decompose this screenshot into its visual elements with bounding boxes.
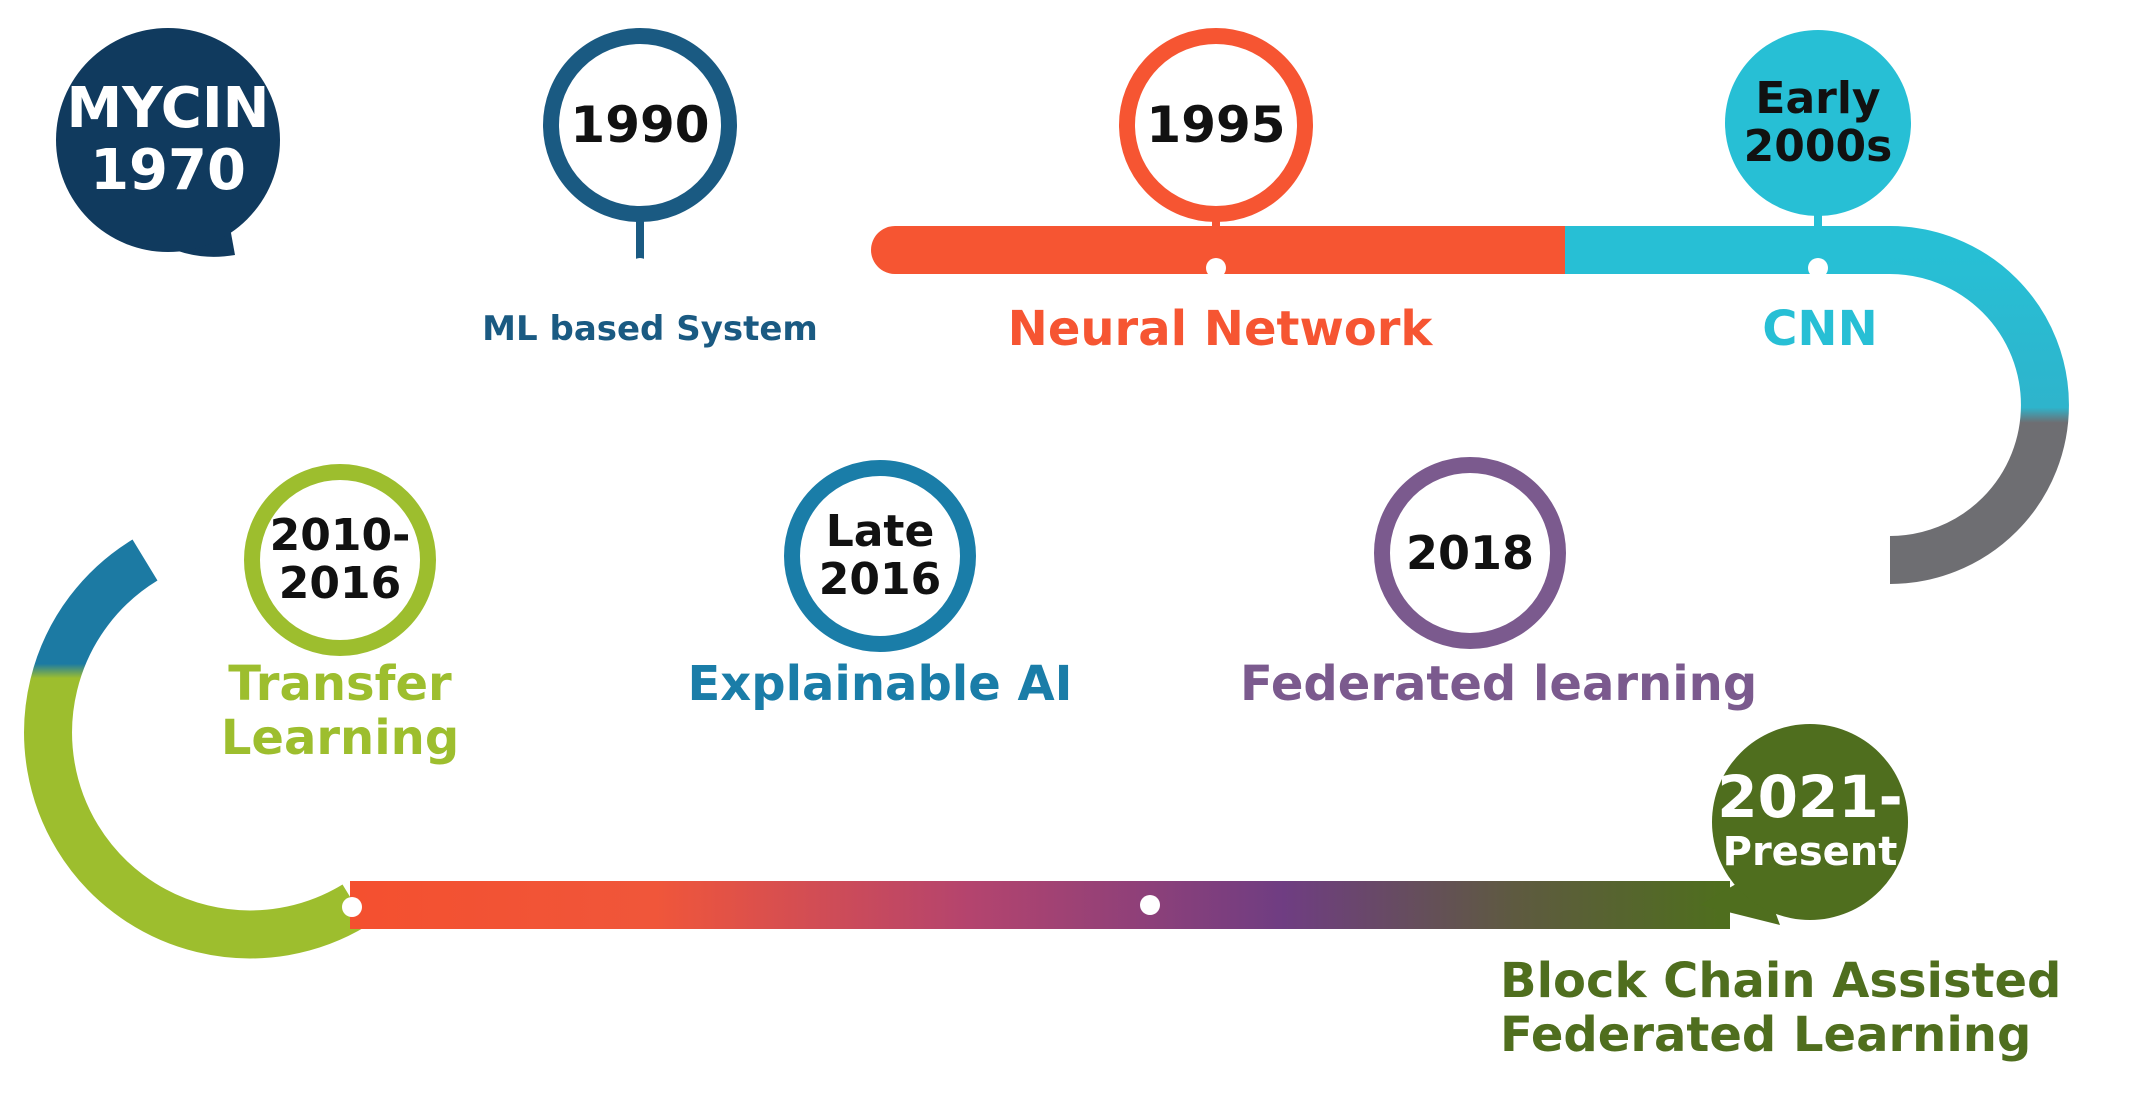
ring-2018 — [1374, 457, 1566, 649]
year-1995: 1995 — [1146, 95, 1286, 154]
track-turn-right — [1889, 226, 2069, 584]
year-2018: 2018 — [1405, 525, 1535, 580]
track-dot — [342, 897, 362, 917]
ring-1995 — [1119, 28, 1313, 222]
year-1990: 1990 — [570, 95, 710, 154]
mycin-bubble — [56, 28, 280, 252]
label-transfer-learning: Transfer Learning — [220, 656, 460, 766]
label-federated-learning: Federated learning — [1240, 656, 1758, 712]
label-cnn: CNN — [1762, 301, 1878, 357]
present-bubble — [1712, 724, 1908, 920]
track-dot — [630, 258, 650, 278]
ring-1990 — [543, 28, 737, 222]
year-2021-present: 2021-Present — [1717, 763, 1903, 875]
label-block-chain-assisted-federated-learning: Block Chain Assisted Federated Learning — [1500, 953, 2062, 1063]
label-neural-network: Neural Network — [1007, 301, 1433, 357]
year-2010-2016: 2010-2016 — [269, 509, 411, 609]
ring-2000s-outer — [1725, 30, 1911, 216]
label-explainable-ai: Explainable AI — [687, 656, 1073, 712]
label-ml-based-system: ML based System — [482, 309, 818, 349]
track-turn-left — [24, 539, 368, 959]
track-dot — [1808, 258, 1828, 278]
ring-2010-2016 — [244, 464, 436, 656]
track-dot — [1206, 258, 1226, 278]
ring-late-2016 — [784, 460, 976, 652]
track-dot — [1140, 895, 1160, 915]
